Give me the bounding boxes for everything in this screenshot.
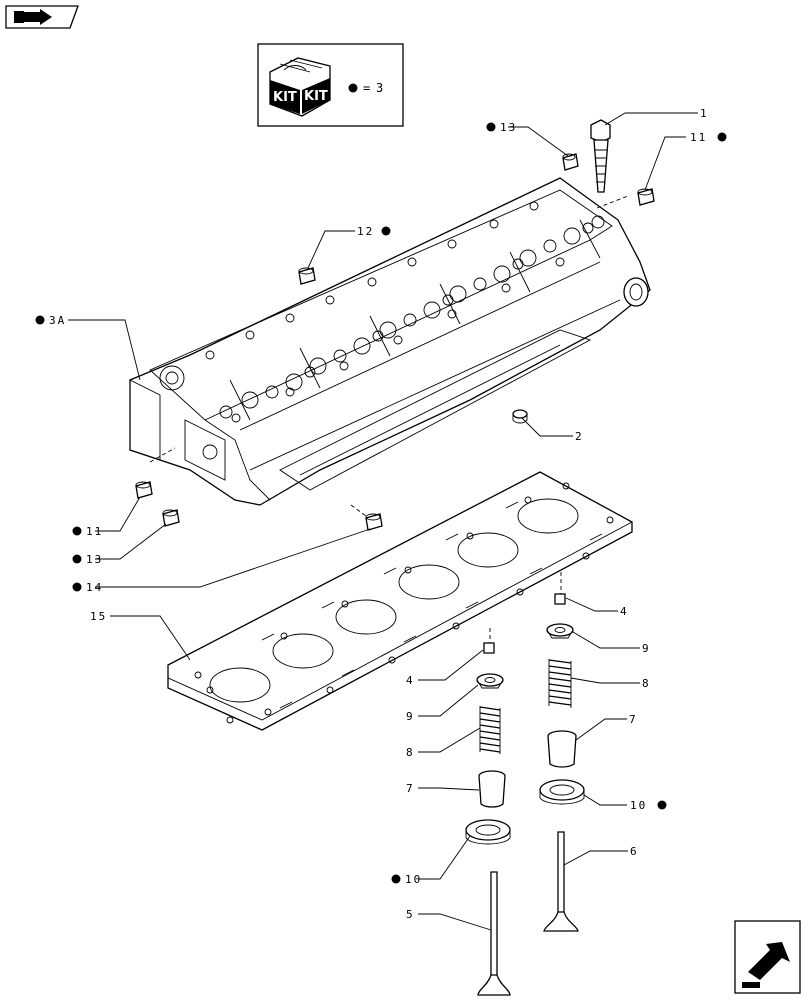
- callout-8-right: 8: [642, 677, 651, 690]
- kit-equals-sign: =: [363, 81, 370, 95]
- dowel-sleeve-12: [298, 267, 316, 285]
- kit-box-icon: KIT KIT: [269, 57, 331, 117]
- valve-seat-insert-right: [539, 779, 585, 805]
- intake-valve: [477, 871, 511, 996]
- kit-bullet-icon: [391, 874, 401, 884]
- head-gasket: [167, 471, 633, 731]
- callout-2: 2: [575, 430, 584, 443]
- valve-spring-left: [479, 706, 501, 754]
- callout-3a: 3A: [49, 314, 66, 327]
- spring-retainer-right: [546, 623, 574, 639]
- plug-2: [512, 409, 528, 424]
- valve-seat-insert-left: [465, 819, 511, 845]
- kit-bullet-icon: [72, 582, 82, 592]
- callout-13-bottom: 13: [86, 553, 103, 566]
- callout-4-right: 4: [620, 605, 629, 618]
- kit-bullet-icon: [381, 226, 391, 236]
- leader-lines: [68, 112, 698, 931]
- valve-spring-right: [548, 659, 572, 708]
- callout-6: 6: [630, 845, 639, 858]
- kit-bullet-icon: [657, 800, 667, 810]
- callout-7-left: 7: [406, 782, 415, 795]
- kit-bullet-icon: [717, 132, 727, 142]
- callout-11-top: 11: [690, 131, 707, 144]
- kit-label-right: KIT: [304, 89, 328, 104]
- kit-bullet-icon: [348, 83, 358, 93]
- valve-keeper-right: [554, 593, 566, 605]
- dowel-sleeve-14: [365, 513, 383, 531]
- kit-label-left: KIT: [273, 90, 297, 105]
- dowel-sleeve-11-bottom: [135, 481, 153, 499]
- exhaust-valve: [543, 831, 579, 932]
- kit-quantity: 3: [376, 81, 383, 95]
- dowel-sleeve-11-top: [637, 188, 655, 206]
- callout-10-right: 10: [630, 799, 647, 812]
- callout-11-bottom: 11: [86, 525, 103, 538]
- spring-retainer-left: [476, 673, 504, 689]
- kit-bullet-icon: [486, 122, 496, 132]
- callout-5: 5: [406, 908, 415, 921]
- callout-8-left: 8: [406, 746, 415, 759]
- kit-bullet-icon: [35, 315, 45, 325]
- valve-stem-seal-left: [478, 770, 506, 808]
- kit-info-box: KIT KIT = 3: [257, 43, 404, 127]
- callout-13-top: 13: [500, 121, 517, 134]
- valve-stem-seal-right: [547, 730, 577, 768]
- kit-bullet-icon: [72, 554, 82, 564]
- dowel-sleeve-13-top: [562, 153, 579, 171]
- callout-12: 12: [357, 225, 374, 238]
- callout-4-left: 4: [406, 674, 415, 687]
- callout-15: 15: [90, 610, 107, 623]
- kit-bullet-icon: [72, 526, 82, 536]
- head-bolt: [590, 119, 611, 193]
- dowel-sleeve-13-bottom: [162, 509, 180, 527]
- callout-10-left: 10: [405, 873, 422, 886]
- callout-9-right: 9: [642, 642, 651, 655]
- callout-9-left: 9: [406, 710, 415, 723]
- callout-14: 14: [86, 581, 103, 594]
- book-arrow-icon[interactable]: [5, 5, 79, 29]
- callout-1: 1: [700, 107, 709, 120]
- next-page-arrow-icon[interactable]: [734, 920, 801, 994]
- cylinder-head: [129, 177, 651, 506]
- valve-keeper-left: [483, 642, 495, 654]
- callout-7-right: 7: [629, 713, 638, 726]
